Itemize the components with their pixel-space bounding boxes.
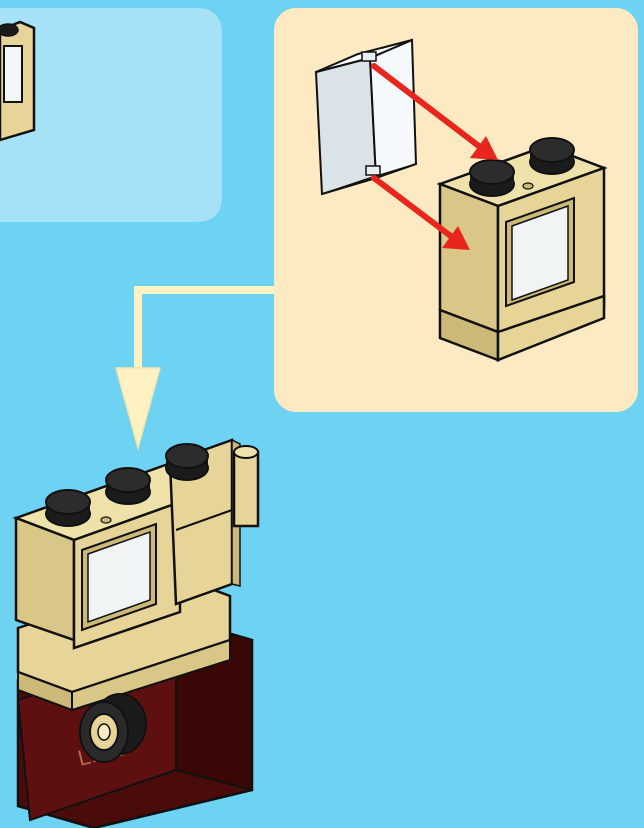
window-frame-icon bbox=[0, 22, 34, 140]
stud bbox=[46, 490, 90, 514]
completed-assembly-icon: LIMS bbox=[16, 440, 258, 828]
previous-step-panel bbox=[0, 8, 222, 222]
round-tile bbox=[166, 444, 208, 468]
stud bbox=[106, 468, 150, 492]
